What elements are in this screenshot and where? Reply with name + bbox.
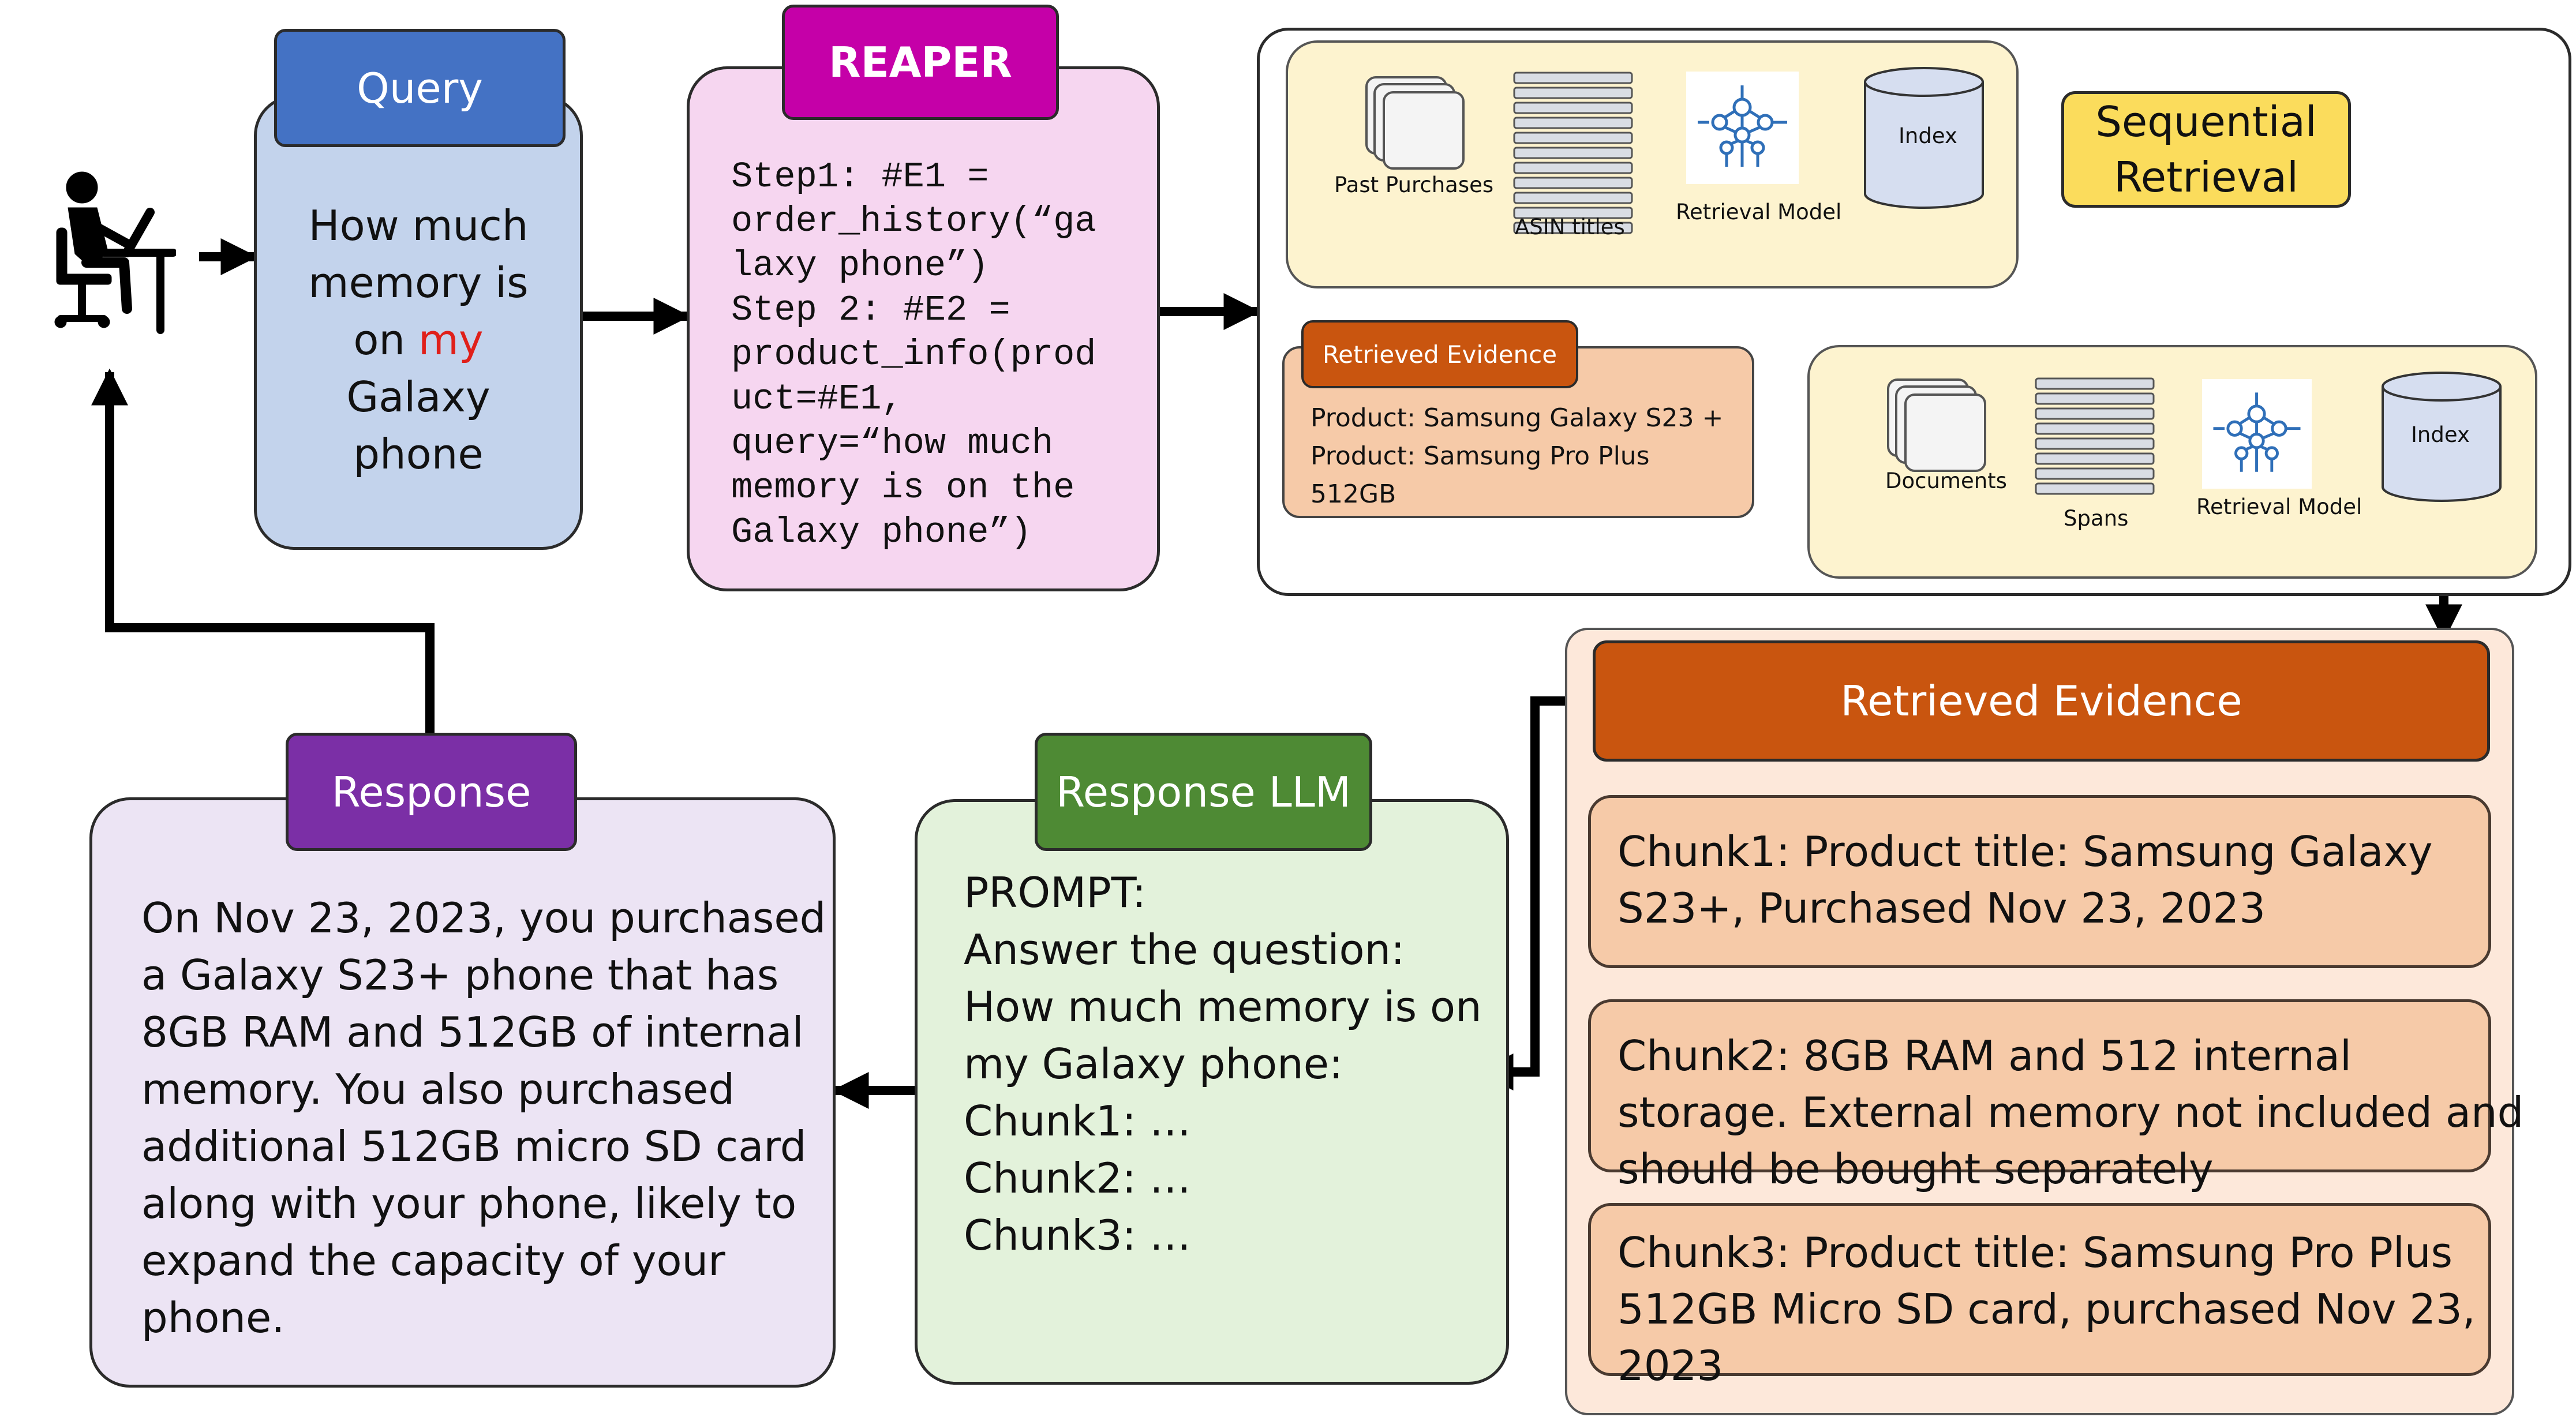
response-llm-prompt: PROMPT: Answer the question: How much me…	[964, 864, 1482, 1264]
response-card: On Nov 23, 2023, you purchased a Galaxy …	[89, 797, 836, 1388]
query-line: memory is	[308, 258, 529, 307]
response-line: phone.	[141, 1294, 285, 1342]
query-line: Galaxy	[346, 372, 491, 421]
reaper-card: Step1: #E1 = order_history(“ga laxy phon…	[687, 66, 1160, 591]
reaper-plan-code: Step1: #E1 = order_history(“ga laxy phon…	[731, 155, 1096, 554]
query-highlight-word: my	[418, 315, 484, 364]
response-text: On Nov 23, 2023, you purchased a Galaxy …	[141, 890, 826, 1347]
stage2-retrieval-model-icon	[2202, 379, 2312, 489]
prompt-line: Chunk3: …	[964, 1211, 1191, 1259]
evidence-line: 512GB	[1311, 479, 1396, 509]
chunk-line: should be bought separately	[1618, 1145, 2214, 1193]
evidence-chunk: Chunk1: Product title: Samsung Galaxy S2…	[1588, 795, 2491, 968]
retrieval-model-label: Retrieval Model	[1676, 200, 1842, 224]
response-line: On Nov 23, 2023, you purchased	[141, 894, 826, 942]
response-line: expand the capacity of your	[141, 1236, 725, 1285]
evidence-line: Product: Samsung Galaxy S23 +	[1311, 403, 1724, 433]
evidence-line: Product: Samsung Pro Plus	[1311, 441, 1650, 471]
stage2-retrieval-model-label: Retrieval Model	[2196, 494, 2362, 519]
query-header: Query	[274, 29, 566, 147]
arrow-response-to-user	[91, 368, 435, 733]
spans-label: Spans	[2064, 506, 2129, 531]
asin-titles-label: ASIN titles	[1515, 215, 1625, 239]
chunk-line: Chunk2: 8GB RAM and 512 internal	[1618, 1032, 2352, 1080]
query-line: How much	[308, 201, 529, 250]
response-line: memory. You also purchased	[141, 1065, 735, 1114]
response-line: additional 512GB micro SD card	[141, 1122, 807, 1171]
stage2-index-database-icon	[2382, 372, 2502, 502]
chunk-line: 2023	[1618, 1341, 1724, 1390]
evidence-chunk: Chunk2: 8GB RAM and 512 internal storage…	[1588, 999, 2524, 1193]
response-line: a Galaxy S23+ phone that has	[141, 951, 779, 999]
badge-line: Retrieval	[2114, 153, 2298, 201]
spans-icon	[2035, 377, 2155, 495]
chunk-line: S23+, Purchased Nov 23, 2023	[1618, 884, 2266, 932]
documents-icon	[1887, 378, 1986, 472]
code-line: memory is on the	[731, 467, 1075, 508]
code-line: uct=#E1,	[731, 378, 903, 419]
prompt-line: PROMPT:	[964, 868, 1146, 917]
code-line: order_history(“ga	[731, 201, 1096, 242]
prompt-line: How much memory is on	[964, 983, 1482, 1031]
documents-label: Documents	[1885, 468, 2007, 493]
past-purchases-label: Past Purchases	[1334, 173, 1494, 197]
index-database-icon	[1864, 67, 1984, 209]
chunk-line: Chunk3: Product title: Samsung Pro Plus	[1618, 1228, 2453, 1277]
code-line: product_info(prod	[731, 334, 1096, 375]
response-header: Response	[286, 733, 577, 851]
code-line: Step1: #E1 =	[731, 156, 989, 197]
badge-line: Sequential	[2095, 98, 2317, 146]
stage2-index-label: Index	[2411, 422, 2470, 447]
query-line: on my	[353, 315, 484, 364]
chunk-line: storage. External memory not included an…	[1618, 1088, 2524, 1137]
code-line: Step 2: #E2 =	[731, 290, 1010, 331]
reaper-header: REAPER	[782, 5, 1059, 120]
prompt-line: my Galaxy phone:	[964, 1040, 1343, 1088]
prompt-line: Chunk1: …	[964, 1097, 1191, 1145]
response-llm-card: PROMPT: Answer the question: How much me…	[915, 799, 1509, 1385]
retrieval-stage-2: Documents Spans	[1807, 345, 2537, 579]
stage1-evidence-text: Product: Samsung Galaxy S23 + Product: S…	[1311, 399, 1723, 513]
response-line: 8GB RAM and 512GB of internal	[141, 1008, 804, 1056]
query-card: How much memory is on my Galaxy phone	[254, 95, 583, 550]
retrieved-evidence-header: Retrieved Evidence	[1593, 640, 2490, 762]
past-purchases-icon	[1365, 76, 1465, 170]
retrieval-stage-1: Past Purchases ASIN titles	[1286, 40, 2019, 288]
response-line: along with your phone, likely to	[141, 1179, 797, 1228]
code-line: Galaxy phone”)	[731, 512, 1032, 553]
query-line: phone	[353, 429, 484, 478]
response-llm-header: Response LLM	[1035, 733, 1372, 851]
prompt-line: Answer the question:	[964, 925, 1405, 974]
code-line: query=“how much	[731, 423, 1054, 464]
query-text: How much memory is on my Galaxy phone	[308, 163, 528, 483]
retrieval-model-icon	[1686, 72, 1799, 184]
stage1-evidence-header: Retrieved Evidence	[1301, 320, 1578, 388]
chunk-line: 512GB Micro SD card, purchased Nov 23,	[1618, 1285, 2476, 1333]
evidence-chunk: Chunk3: Product title: Samsung Pro Plus …	[1588, 1203, 2491, 1390]
person-at-computer-icon	[54, 171, 176, 334]
index-label: Index	[1899, 123, 1957, 148]
sequential-retrieval-badge: Sequential Retrieval	[2061, 91, 2351, 208]
prompt-line: Chunk2: …	[964, 1154, 1191, 1202]
asin-titles-icon	[1513, 72, 1633, 234]
code-line: laxy phone”)	[731, 245, 989, 286]
chunk-line: Chunk1: Product title: Samsung Galaxy	[1618, 827, 2433, 876]
